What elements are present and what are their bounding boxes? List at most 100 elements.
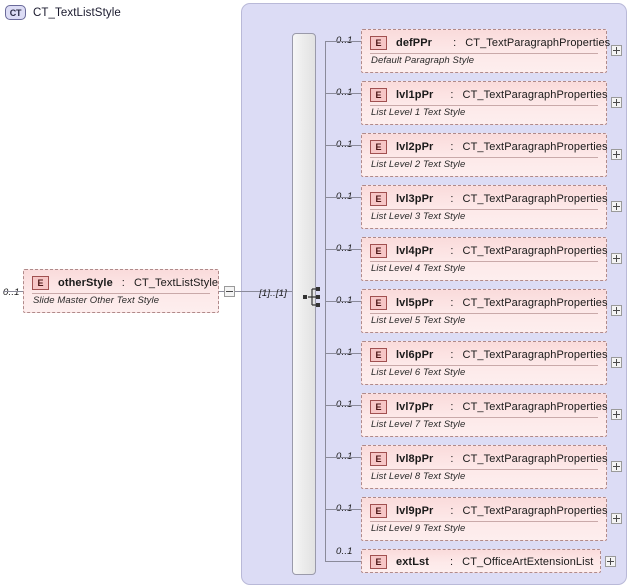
element-divider [370, 521, 598, 522]
element-name: defPPr [396, 36, 433, 49]
expand-button-lvl6pPr[interactable] [611, 357, 622, 368]
child-cardinality-4: 0..1 [336, 243, 353, 254]
expand-button-lvl5pPr[interactable] [611, 305, 622, 316]
element-divider [32, 293, 210, 294]
element-type: CT_TextParagraphProperties [462, 140, 608, 153]
element-name: extLst [396, 555, 429, 568]
element-type: CT_TextParagraphProperties [465, 36, 611, 49]
element-separator: : [453, 36, 457, 49]
root-element-cardinality: 0..1 [3, 287, 20, 298]
element-title-row: E lvl5pPr : CT_TextParagraphProperties [370, 294, 608, 311]
element-divider [370, 365, 598, 366]
element-fill [362, 82, 606, 124]
connector-line [325, 561, 361, 562]
element-title-row: E extLst : CT_OfficeArtExtensionList [370, 553, 594, 570]
element-box-lvl9pPr[interactable]: E lvl9pPr : CT_TextParagraphProperties L… [361, 497, 608, 541]
element-documentation: List Level 2 Text Style [371, 159, 466, 170]
element-separator: : [450, 244, 454, 257]
child-cardinality-0: 0..1 [336, 35, 353, 46]
element-box-otherStyle[interactable]: E otherStyle : CT_TextListStyle Slide Ma… [23, 269, 219, 313]
expand-button-lvl8pPr[interactable] [611, 461, 622, 472]
element-name: otherStyle [58, 276, 113, 289]
element-badge-icon: E [370, 347, 387, 362]
element-divider [370, 157, 598, 158]
element-badge-icon: E [370, 87, 387, 102]
expand-button-defPPr[interactable] [611, 45, 622, 56]
element-box-lvl7pPr[interactable]: E lvl7pPr : CT_TextParagraphProperties L… [361, 393, 608, 437]
child-cardinality-1: 0..1 [336, 87, 353, 98]
element-divider [370, 53, 598, 54]
expand-button-lvl9pPr[interactable] [611, 513, 622, 524]
element-documentation: List Level 4 Text Style [371, 263, 466, 274]
element-box-lvl5pPr[interactable]: E lvl5pPr : CT_TextParagraphProperties L… [361, 289, 608, 333]
element-divider [370, 105, 598, 106]
collapse-button-otherStyle[interactable] [224, 286, 235, 297]
connector-line [325, 405, 361, 406]
element-type: CT_TextParagraphProperties [462, 192, 608, 205]
element-box-extLst[interactable]: E extLst : CT_OfficeArtExtensionList [361, 549, 601, 573]
expand-button-lvl2pPr[interactable] [611, 149, 622, 160]
element-box-lvl8pPr[interactable]: E lvl8pPr : CT_TextParagraphProperties L… [361, 445, 608, 489]
element-box-lvl1pPr[interactable]: E lvl1pPr : CT_TextParagraphProperties L… [361, 81, 608, 125]
element-fill [362, 550, 600, 572]
expand-button-extLst[interactable] [605, 556, 616, 567]
complex-type-badge-icon: CT [5, 5, 26, 20]
element-title-row: E lvl1pPr : CT_TextParagraphProperties [370, 86, 608, 103]
element-name: lvl3pPr [396, 192, 434, 205]
element-separator: : [450, 88, 454, 101]
element-separator: : [450, 296, 454, 309]
element-type: CT_TextParagraphProperties [462, 400, 608, 413]
element-fill [362, 134, 606, 176]
element-documentation: List Level 8 Text Style [371, 471, 466, 482]
element-divider [370, 417, 598, 418]
complex-type-header: CT CT_TextListStyle [5, 5, 121, 20]
expand-button-lvl3pPr[interactable] [611, 201, 622, 212]
connector-line [325, 301, 361, 302]
element-type: CT_TextParagraphProperties [462, 348, 608, 361]
element-fill [362, 446, 606, 488]
connector-line [325, 197, 361, 198]
child-cardinality-9: 0..1 [336, 503, 353, 514]
element-documentation: List Level 9 Text Style [371, 523, 466, 534]
complex-type-name: CT_TextListStyle [33, 6, 121, 19]
connector-line [325, 353, 361, 354]
connector-line [325, 457, 361, 458]
expand-button-lvl7pPr[interactable] [611, 409, 622, 420]
connector-line [325, 93, 361, 94]
connector-line [3, 291, 23, 292]
element-box-lvl3pPr[interactable]: E lvl3pPr : CT_TextParagraphProperties L… [361, 185, 608, 229]
element-box-lvl6pPr[interactable]: E lvl6pPr : CT_TextParagraphProperties L… [361, 341, 608, 385]
child-cardinality-5: 0..1 [336, 295, 353, 306]
element-name: lvl7pPr [396, 400, 434, 413]
element-fill [362, 186, 606, 228]
element-box-lvl4pPr[interactable]: E lvl4pPr : CT_TextParagraphProperties L… [361, 237, 608, 281]
element-separator: : [121, 276, 125, 289]
element-badge-icon: E [370, 35, 387, 50]
element-type: CT_TextListStyle [133, 276, 219, 289]
element-badge-icon: E [370, 191, 387, 206]
element-documentation: List Level 6 Text Style [371, 367, 466, 378]
connector-line [325, 145, 361, 146]
element-documentation: List Level 1 Text Style [371, 107, 466, 118]
element-badge-icon: E [32, 275, 49, 290]
expand-button-lvl1pPr[interactable] [611, 97, 622, 108]
element-fill [362, 290, 606, 332]
element-badge-icon: E [370, 139, 387, 154]
element-divider [370, 209, 598, 210]
connector-line [219, 291, 224, 292]
child-cardinality-6: 0..1 [336, 347, 353, 358]
element-title-row: E lvl8pPr : CT_TextParagraphProperties [370, 450, 608, 467]
element-title-row: E lvl7pPr : CT_TextParagraphProperties [370, 398, 608, 415]
element-box-lvl2pPr[interactable]: E lvl2pPr : CT_TextParagraphProperties L… [361, 133, 608, 177]
element-box-defPPr[interactable]: E defPPr : CT_TextParagraphProperties De… [361, 29, 611, 73]
element-name: lvl4pPr [396, 244, 434, 257]
expand-button-lvl4pPr[interactable] [611, 253, 622, 264]
element-title-row: E lvl9pPr : CT_TextParagraphProperties [370, 502, 608, 519]
element-documentation: List Level 3 Text Style [371, 211, 466, 222]
element-type: CT_TextParagraphProperties [462, 504, 608, 517]
element-separator: : [450, 452, 454, 465]
element-name: lvl8pPr [396, 452, 434, 465]
child-cardinality-2: 0..1 [336, 139, 353, 150]
element-divider [370, 261, 598, 262]
